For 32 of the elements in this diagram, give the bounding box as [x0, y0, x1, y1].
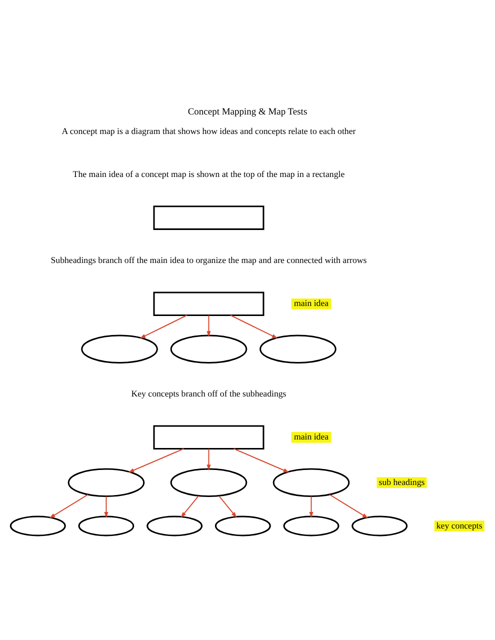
- arrow: [206, 448, 211, 470]
- node-ellipse: [170, 468, 248, 497]
- node-ellipse: [352, 516, 408, 536]
- label: A concept map is a diagram that shows how ideas and concepts relate to each other: [62, 126, 356, 136]
- node-box: [153, 425, 264, 450]
- arrow: [329, 494, 368, 518]
- label: Subheadings branch off the main idea to organize the map and are connected with arrows: [50, 255, 367, 266]
- arrow: [218, 496, 237, 518]
- label: The main idea of a concept map is shown at the top of the map in a rectangle: [72, 169, 345, 180]
- diagram-title: Concept Mapping & Map Tests: [188, 108, 308, 118]
- node-ellipse: [78, 516, 134, 536]
- node-ellipse: [146, 516, 203, 536]
- label: sub headings: [378, 476, 425, 487]
- label: Key concepts branch off of the subheadings: [131, 388, 286, 399]
- arrow: [309, 496, 314, 518]
- node-box: [153, 206, 264, 230]
- arrow: [230, 314, 278, 338]
- arrow: [140, 314, 188, 338]
- arrow: [128, 448, 184, 473]
- node-ellipse: [10, 516, 66, 536]
- arrow: [49, 494, 88, 518]
- node-ellipse: [214, 516, 271, 536]
- label: main idea: [294, 432, 329, 442]
- arrow: [180, 496, 199, 518]
- node-ellipse: [170, 334, 248, 364]
- arrow: [206, 315, 211, 337]
- node-ellipse: [283, 516, 340, 536]
- label: main idea: [294, 298, 329, 308]
- arrow: [104, 496, 108, 518]
- label: key concepts: [436, 520, 482, 530]
- arrow: [234, 448, 290, 473]
- node-box: [153, 292, 264, 316]
